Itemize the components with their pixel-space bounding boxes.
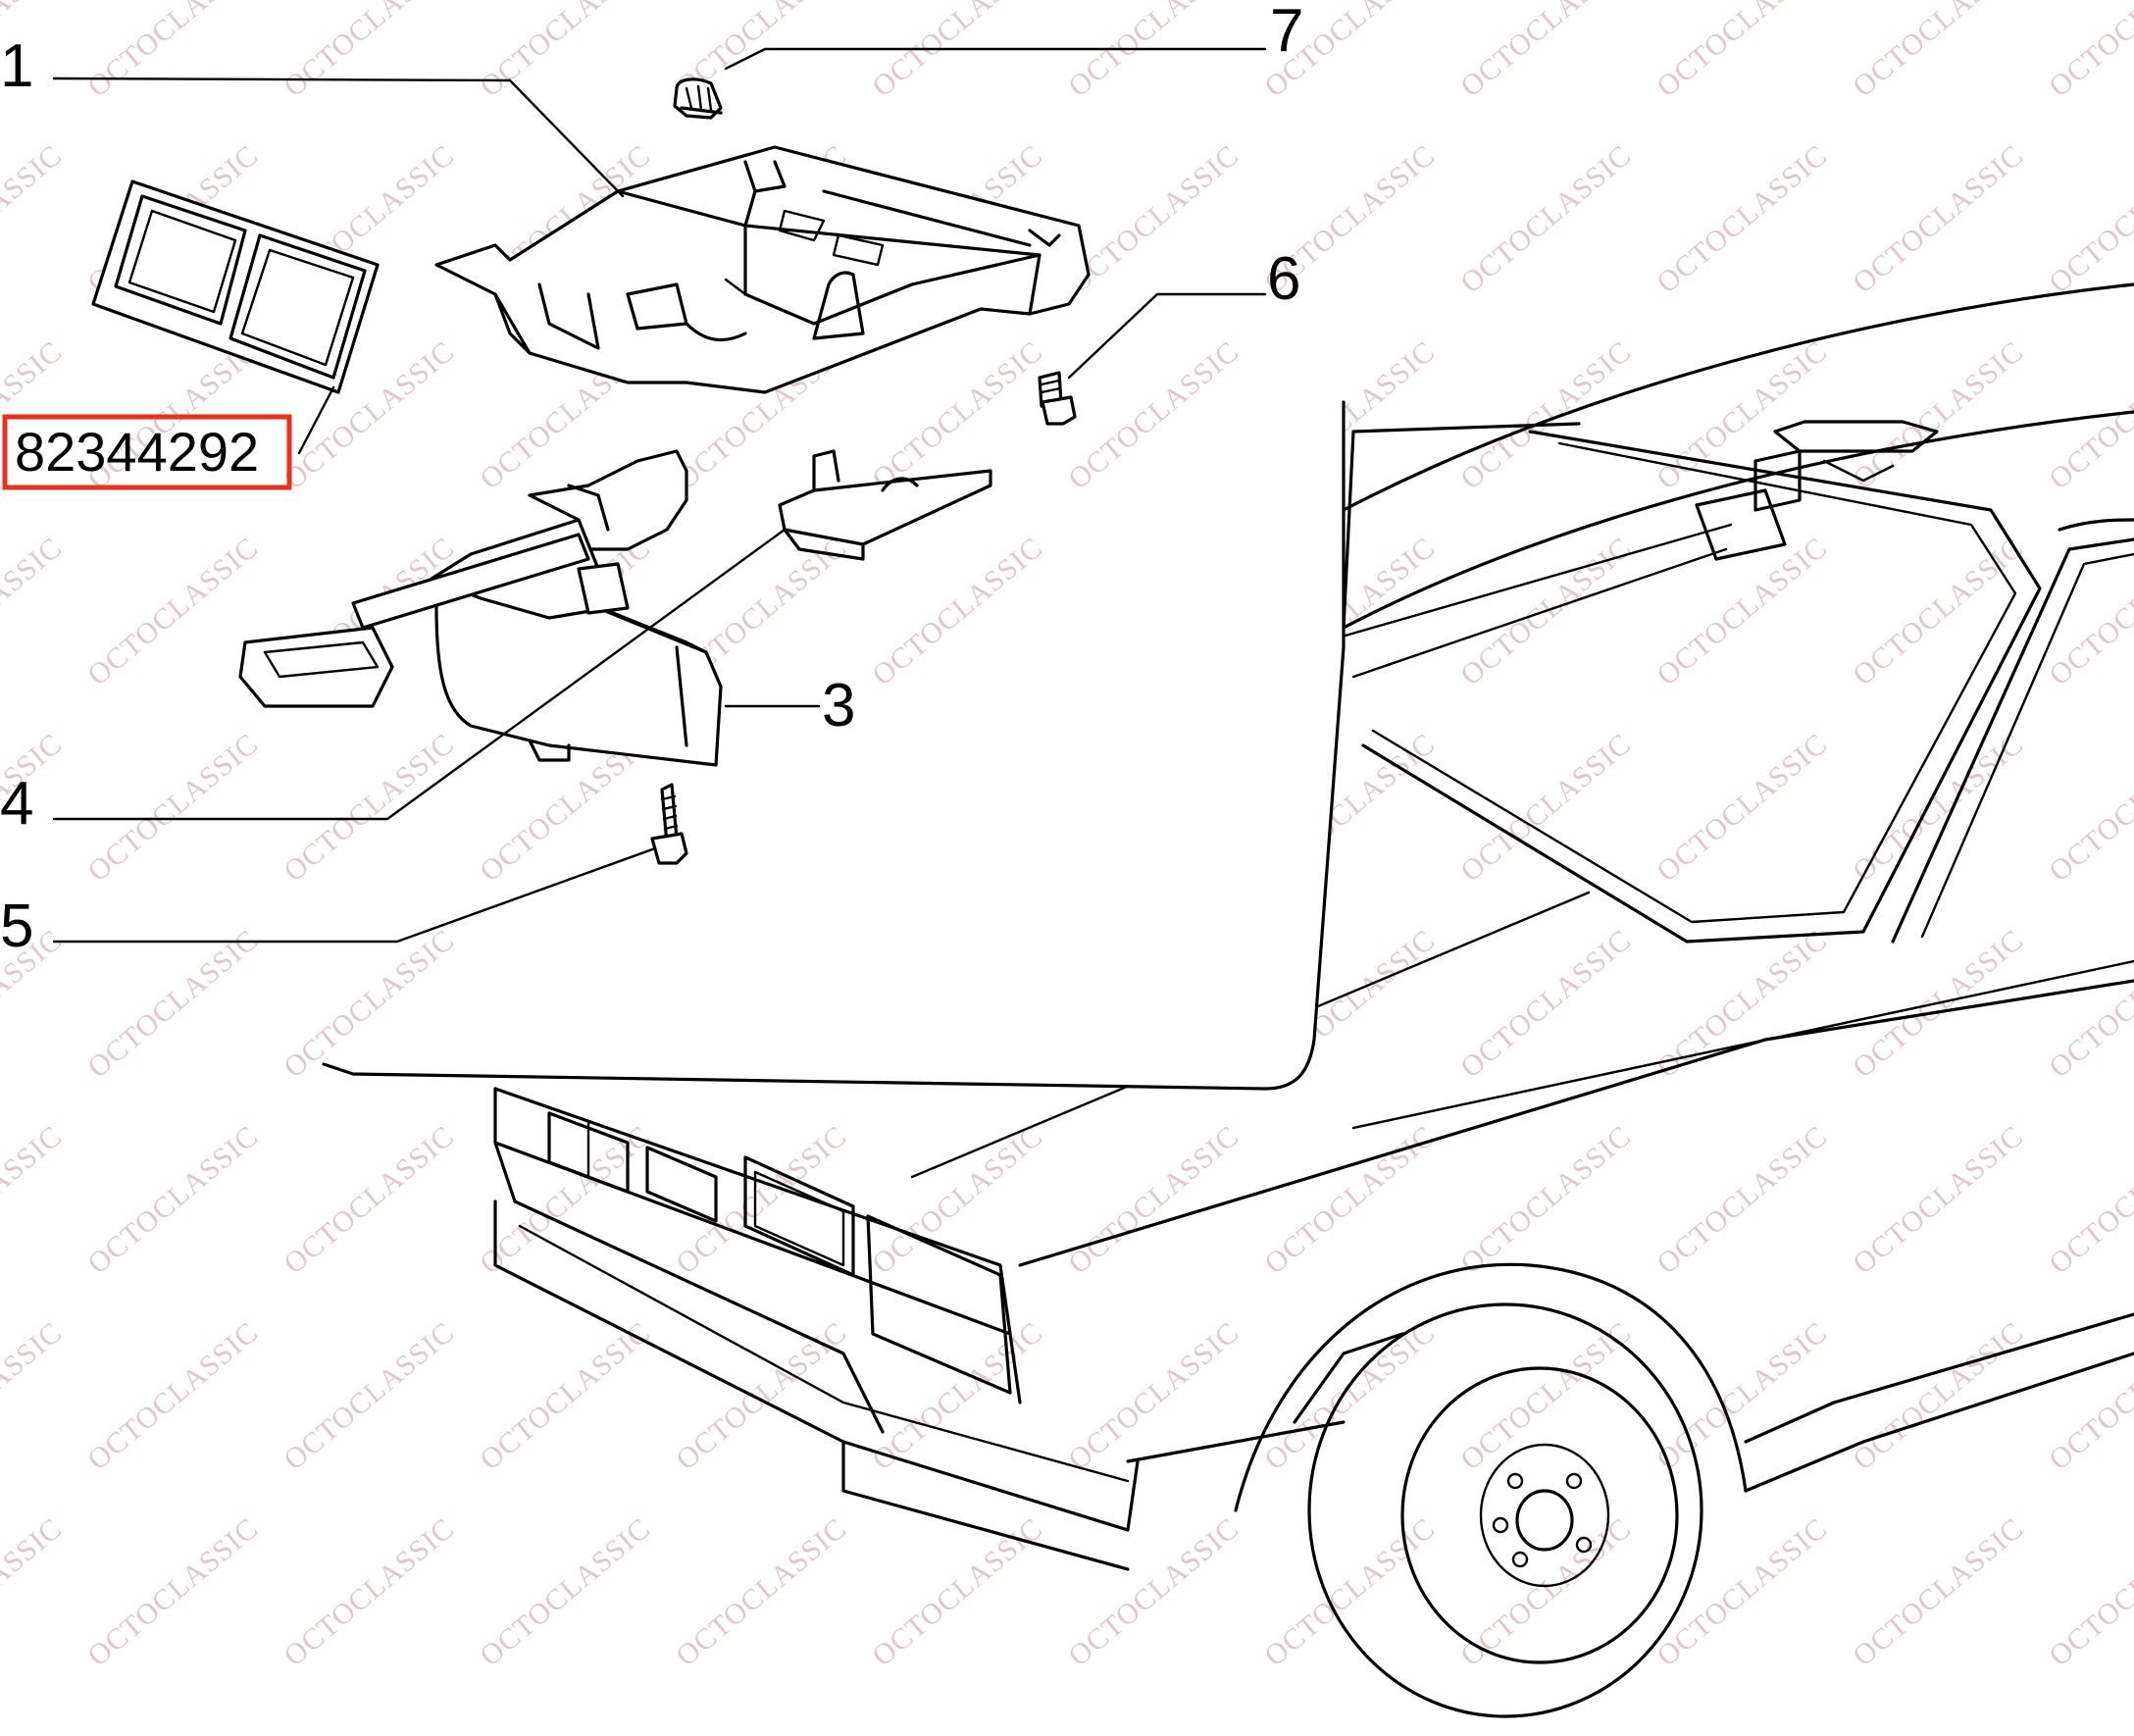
watermark-text: OCTOCLASSIC <box>1258 1120 1441 1281</box>
watermark-text: OCTOCLASSIC <box>81 532 264 692</box>
watermark-text: OCTOCLASSIC <box>278 728 460 889</box>
watermark-text: OCTOCLASSIC <box>1847 335 2029 496</box>
watermark-text: OCTOCLASSIC <box>1651 728 1833 889</box>
part-6-screw <box>1038 371 1077 426</box>
part-7-clip <box>673 77 723 120</box>
watermark-text: OCTOCLASSIC <box>81 728 264 889</box>
part-number-highlight-box <box>2 414 292 490</box>
watermark-text: OCTOCLASSIC <box>0 1512 69 1673</box>
watermark-text: OCTOCLASSIC <box>1062 1316 1245 1477</box>
watermark-text: OCTOCLASSIC <box>474 0 656 103</box>
watermark-text: OCTOCLASSIC <box>670 1512 852 1673</box>
inset-panel <box>322 400 1346 1091</box>
watermark-text: OCTOCLASSIC <box>278 1316 460 1477</box>
watermark-text: OCTOCLASSIC <box>474 1512 656 1673</box>
watermark-text: OCTOCLASSIC <box>81 924 264 1085</box>
watermark-text: OCTOCLASSIC <box>1454 1316 1637 1477</box>
watermark-text: OCTOCLASSIC <box>670 1316 852 1477</box>
watermark-text: OCTOCLASSIC <box>1847 1120 2029 1281</box>
watermark-text: OCTOCLASSIC <box>81 1120 264 1281</box>
watermark-text: OCTOCLASSIC <box>1651 532 1833 692</box>
car-outline <box>493 282 2134 1718</box>
watermark-text: OCTOCLASSIC <box>81 0 264 103</box>
watermark-text: OCTOCLASSIC <box>278 0 460 103</box>
watermark-text: OCTOCLASSIC <box>278 1120 460 1281</box>
part-1-lamp-housing <box>434 145 1091 394</box>
part-3-lamp-body <box>238 449 723 767</box>
watermark-text: OCTOCLASSIC <box>278 1512 460 1673</box>
watermark-text: OCTOCLASSIC <box>2043 924 2134 1085</box>
watermark-text: OCTOCLASSIC <box>1651 924 1833 1085</box>
callout-1: 1 <box>0 32 33 100</box>
watermark-text: OCTOCLASSIC <box>0 139 69 300</box>
callout-6: 6 <box>1267 245 1300 313</box>
watermark-text: OCTOCLASSIC <box>1651 139 1833 300</box>
watermark-text: OCTOCLASSIC <box>474 1316 656 1477</box>
callout-7: 7 <box>1270 0 1303 65</box>
watermark-text: OCTOCLASSIC <box>1454 1120 1637 1281</box>
watermark-text: OCTOCLASSIC <box>2043 1512 2134 1673</box>
watermark-text: OCTOCLASSIC <box>2043 0 2134 103</box>
watermark-text: OCTOCLASSIC <box>1454 924 1637 1085</box>
watermark-text: OCTOCLASSIC <box>1454 335 1637 496</box>
watermark-text: OCTOCLASSIC <box>866 1512 1048 1673</box>
watermark-text: OCTOCLASSIC <box>2043 1316 2134 1477</box>
watermark-text: OCTOCLASSIC <box>1651 1316 1833 1477</box>
watermark-text: OCTOCLASSIC <box>1062 1512 1245 1673</box>
watermark-text: OCTOCLASSIC <box>866 335 1048 496</box>
watermark-text: OCTOCLASSIC <box>1847 1512 2029 1673</box>
watermark-text: OCTOCLASSIC <box>0 1120 69 1281</box>
watermark-text: OCTOCLASSIC <box>1847 139 2029 300</box>
part-number-label[interactable]: 82344292 <box>2 414 292 490</box>
watermark-text: OCTOCLASSIC <box>1454 139 1637 300</box>
leader-lines <box>52 47 1267 944</box>
watermark-text: OCTOCLASSIC <box>866 0 1048 103</box>
part-4-reflector <box>778 449 992 561</box>
callout-4: 4 <box>0 770 33 838</box>
watermark-text: OCTOCLASSIC <box>0 532 69 692</box>
watermark-text: OCTOCLASSIC <box>1847 0 2029 103</box>
watermark-text: OCTOCLASSIC <box>2043 1120 2134 1281</box>
part-5-screw <box>650 783 688 865</box>
watermark-text: OCTOCLASSIC <box>1062 0 1245 103</box>
watermark-text: OCTOCLASSIC <box>2043 532 2134 692</box>
watermark-text: OCTOCLASSIC <box>81 1316 264 1477</box>
callout-5: 5 <box>0 893 33 960</box>
watermark-text: OCTOCLASSIC <box>1651 1120 1833 1281</box>
watermark-text: OCTOCLASSIC <box>1651 0 1833 103</box>
watermark-text: OCTOCLASSIC <box>1258 1512 1441 1673</box>
part-2-lens-frame <box>91 179 380 394</box>
watermark-text: OCTOCLASSIC <box>0 1316 69 1477</box>
watermark-text: OCTOCLASSIC <box>1454 0 1637 103</box>
watermark-text: OCTOCLASSIC <box>1454 728 1637 889</box>
watermark-text: OCTOCLASSIC <box>81 1512 264 1673</box>
callout-3: 3 <box>822 672 855 740</box>
watermark-text: OCTOCLASSIC <box>2043 728 2134 889</box>
callout-numbers: 1 7 6 3 4 5 <box>0 0 1303 960</box>
part-number-text: 82344292 <box>15 421 259 483</box>
watermark-text: OCTOCLASSIC <box>2043 335 2134 496</box>
watermark-text: OCTOCLASSIC <box>1062 1120 1245 1281</box>
watermark-text: OCTOCLASSIC <box>2043 139 2134 300</box>
watermark-text: OCTOCLASSIC <box>1651 1512 1833 1673</box>
watermark-text: OCTOCLASSIC <box>1847 532 2029 692</box>
